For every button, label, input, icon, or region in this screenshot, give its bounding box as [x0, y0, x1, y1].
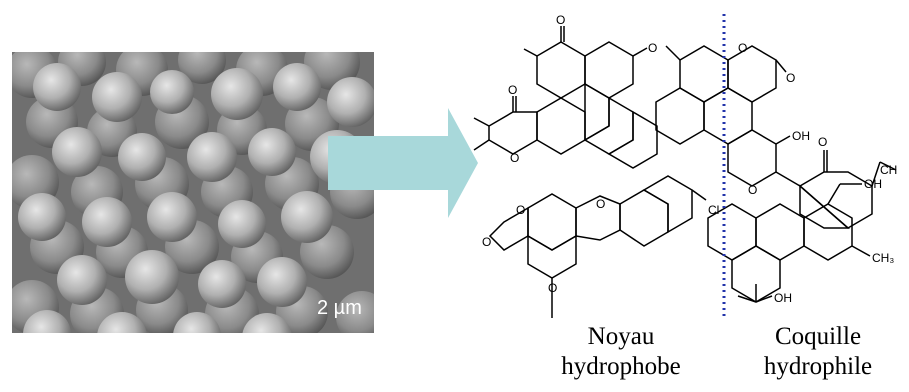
chemical-structure: O O O O O O O O O O O O OH OH OH CH CH₃ …	[473, 13, 897, 318]
caption-shell: Coquille hydrophile	[738, 322, 898, 382]
caption-core: Noyau hydrophobe	[546, 322, 696, 382]
caption-shell-line2: hydrophile	[763, 353, 873, 380]
atom-label: O	[482, 235, 491, 249]
atom-label: O	[818, 135, 827, 149]
atom-label: OH	[774, 291, 792, 305]
caption-shell-line1: Coquille	[774, 323, 862, 350]
atom-label: O	[748, 183, 757, 197]
ring	[536, 41, 586, 99]
arrow-right-icon	[328, 108, 478, 218]
atom-label: CH₃	[872, 251, 894, 265]
atom-label: O	[510, 151, 519, 165]
caption-core-line2: hydrophobe	[561, 353, 681, 380]
atom-label: O	[786, 71, 795, 85]
structure-bonds	[473, 26, 897, 318]
atom-label: O	[516, 203, 525, 217]
atom-label: O	[548, 281, 557, 295]
sphere-layer-front	[18, 63, 374, 333]
atom-label: OH	[864, 177, 882, 191]
scale-label: 2 µm	[317, 297, 362, 319]
atom-label: O	[596, 197, 605, 211]
caption-core-line1: Noyau	[587, 323, 655, 350]
atom-label: Cl	[708, 203, 719, 217]
atom-label: O	[648, 41, 657, 55]
atom-label: O	[556, 13, 565, 27]
atom-label: O	[738, 41, 747, 55]
atom-label: O	[508, 83, 517, 97]
sem-micrograph: 2 µm	[12, 52, 374, 333]
sem-spheres	[12, 52, 374, 333]
atom-label: CH	[880, 163, 897, 177]
atom-label: OH	[792, 129, 810, 143]
